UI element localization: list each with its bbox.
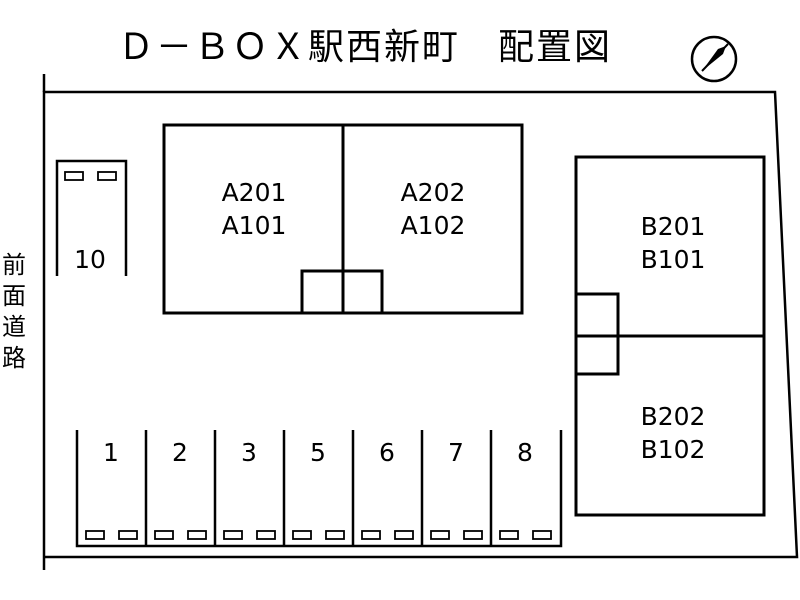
wheel-stop (361, 530, 381, 540)
parking-space-10-outline (55, 159, 128, 276)
wheel-stop (85, 530, 105, 540)
building-b-stair (574, 292, 620, 376)
site-boundary (42, 90, 799, 570)
unit-label-b-bottom: B202 B102 (613, 400, 733, 466)
north-arrow-icon (690, 35, 738, 83)
parking-row-outline (75, 430, 563, 548)
unit-label-a-right: A202 A102 (373, 176, 493, 242)
parking-space-8: 8 (517, 438, 533, 467)
wheel-stop (256, 530, 276, 540)
parking-space-10: 10 (74, 245, 106, 274)
building-a-stair (300, 269, 384, 315)
wheel-stop (187, 530, 207, 540)
unit-label-a-left: A201 A101 (194, 176, 314, 242)
unit-a102: A102 (400, 211, 466, 240)
unit-b201: B201 (640, 212, 706, 241)
unit-a201: A201 (221, 178, 287, 207)
unit-b101: B101 (640, 245, 706, 274)
parking-space-7: 7 (448, 438, 464, 467)
wheel-stop (394, 530, 414, 540)
wheel-stops (85, 530, 552, 540)
parking-space-6: 6 (379, 438, 395, 467)
wheel-stop (223, 530, 243, 540)
wheel-stop (463, 530, 483, 540)
parking-space-5: 5 (310, 438, 326, 467)
unit-label-b-top: B201 B101 (613, 210, 733, 276)
parking-space-3: 3 (241, 438, 257, 467)
wheel-stop (97, 171, 117, 181)
road-label: 前面道路 (2, 251, 26, 372)
wheel-stop (430, 530, 450, 540)
wheel-stop (499, 530, 519, 540)
wheel-stop (118, 530, 138, 540)
unit-b102: B102 (640, 435, 706, 464)
parking-space-2: 2 (172, 438, 188, 467)
unit-b202: B202 (640, 402, 706, 431)
wheel-stop (154, 530, 174, 540)
page-title: Ｄ－ＢＯＸ駅西新町 配置図 (118, 27, 613, 68)
wheel-stop (532, 530, 552, 540)
unit-a202: A202 (400, 178, 466, 207)
wheel-stop (325, 530, 345, 540)
wheel-stop (292, 530, 312, 540)
unit-a101: A101 (221, 211, 287, 240)
wheel-stop (64, 171, 84, 181)
parking-space-1: 1 (103, 438, 119, 467)
